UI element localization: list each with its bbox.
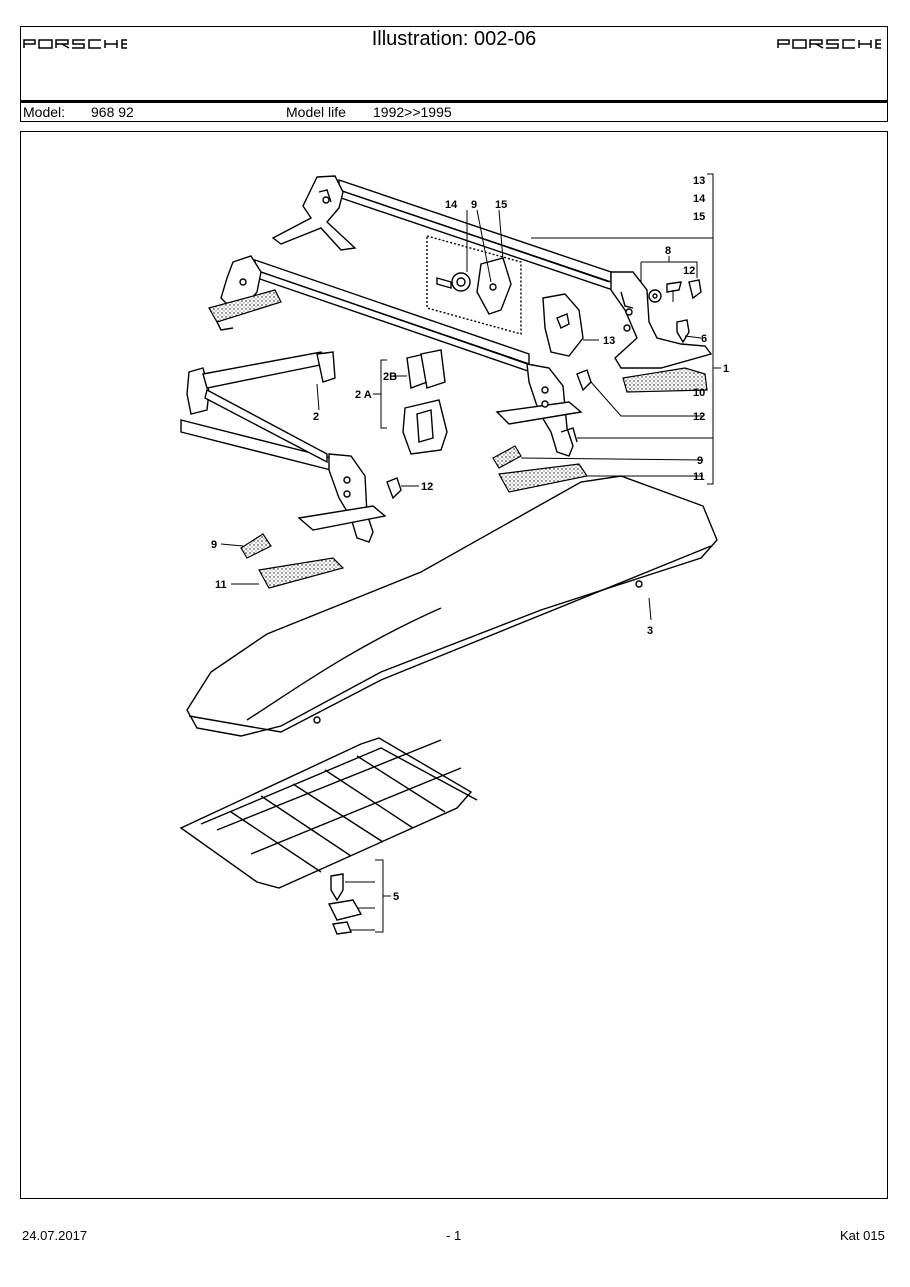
leader-lines xyxy=(220,173,721,933)
model-life-label: Model life xyxy=(286,104,346,120)
callout-1: 1 xyxy=(723,363,729,375)
callout-13: 13 xyxy=(603,335,615,347)
callout-9-right: 9 xyxy=(697,455,703,467)
callout-11-right: 11 xyxy=(693,471,705,483)
pad-11-left xyxy=(258,557,345,589)
parts-diagram: 13 14 15 14 9 15 8 12 6 13 1 10 12 9 11 … xyxy=(179,173,729,935)
cargo-net xyxy=(179,737,478,889)
callout-2: 2 xyxy=(313,411,319,423)
callout-12-mid: 12 xyxy=(693,411,705,423)
callout-5: 5 xyxy=(393,891,399,903)
header-separator xyxy=(21,100,887,103)
pad-9-right xyxy=(492,445,522,469)
callout-6: 6 xyxy=(701,333,707,345)
callout-15-group: 15 xyxy=(693,211,705,223)
callout-15: 15 xyxy=(495,199,507,211)
footer-catalog: Kat 015 xyxy=(840,1228,885,1243)
rear-right-foot xyxy=(610,271,713,369)
callout-3: 3 xyxy=(647,625,653,637)
callout-labels: 13 14 15 14 9 15 8 12 6 13 1 10 12 9 11 … xyxy=(211,175,729,903)
pad-9-left xyxy=(240,533,272,559)
footer-page: - 1 xyxy=(446,1228,462,1243)
side-rail-left xyxy=(180,351,336,471)
part-5-fittings xyxy=(327,873,363,935)
part-6-screw xyxy=(676,319,690,344)
front-right-foot xyxy=(495,363,583,457)
model-row: Model: 968 92 Model life 1992>>1995 xyxy=(21,103,887,121)
porsche-wordmark-icon xyxy=(23,39,127,49)
pad-10 xyxy=(622,367,708,393)
footer-date: 24.07.2017 xyxy=(22,1228,88,1243)
callout-2a: 2 A xyxy=(355,389,372,401)
part-13-clamp xyxy=(542,293,584,357)
rear-left-foot xyxy=(271,175,357,251)
porsche-logo-left xyxy=(23,39,127,53)
callout-13-group: 13 xyxy=(693,175,705,187)
model-life-value: 1992>>1995 xyxy=(373,104,452,120)
part-12-bolts xyxy=(386,369,592,500)
roof-box xyxy=(186,475,718,737)
callout-11-left: 11 xyxy=(215,579,227,591)
illustration-title: Illustration: 002-06 xyxy=(371,28,537,50)
callout-12-left: 12 xyxy=(421,481,433,493)
porsche-wordmark-icon xyxy=(777,39,881,49)
side-foot-left xyxy=(297,453,387,543)
callout-2b: 2B xyxy=(383,371,397,383)
front-left-foot xyxy=(208,255,282,331)
porsche-logo-right xyxy=(777,39,881,53)
callout-9-left: 9 xyxy=(211,539,217,551)
header-box: Illustration: 002-06 Model: 968 92 Model… xyxy=(20,26,888,122)
fitting-kit-bag xyxy=(426,235,522,335)
model-label: Model: xyxy=(23,104,66,120)
callout-12-top: 12 xyxy=(683,265,695,277)
callout-8: 8 xyxy=(665,245,671,257)
model-value: 968 92 xyxy=(91,104,134,120)
callout-14: 14 xyxy=(445,199,458,211)
illustration-box: 13 14 15 14 9 15 8 12 6 13 1 10 12 9 11 … xyxy=(20,131,888,1199)
callout-9-kit: 9 xyxy=(471,199,477,211)
part-8-fasteners xyxy=(648,279,702,303)
callout-10: 10 xyxy=(693,387,705,399)
rear-roof-bar xyxy=(338,179,614,292)
callout-14-group: 14 xyxy=(693,193,706,205)
clips-2a-2b xyxy=(402,349,448,455)
